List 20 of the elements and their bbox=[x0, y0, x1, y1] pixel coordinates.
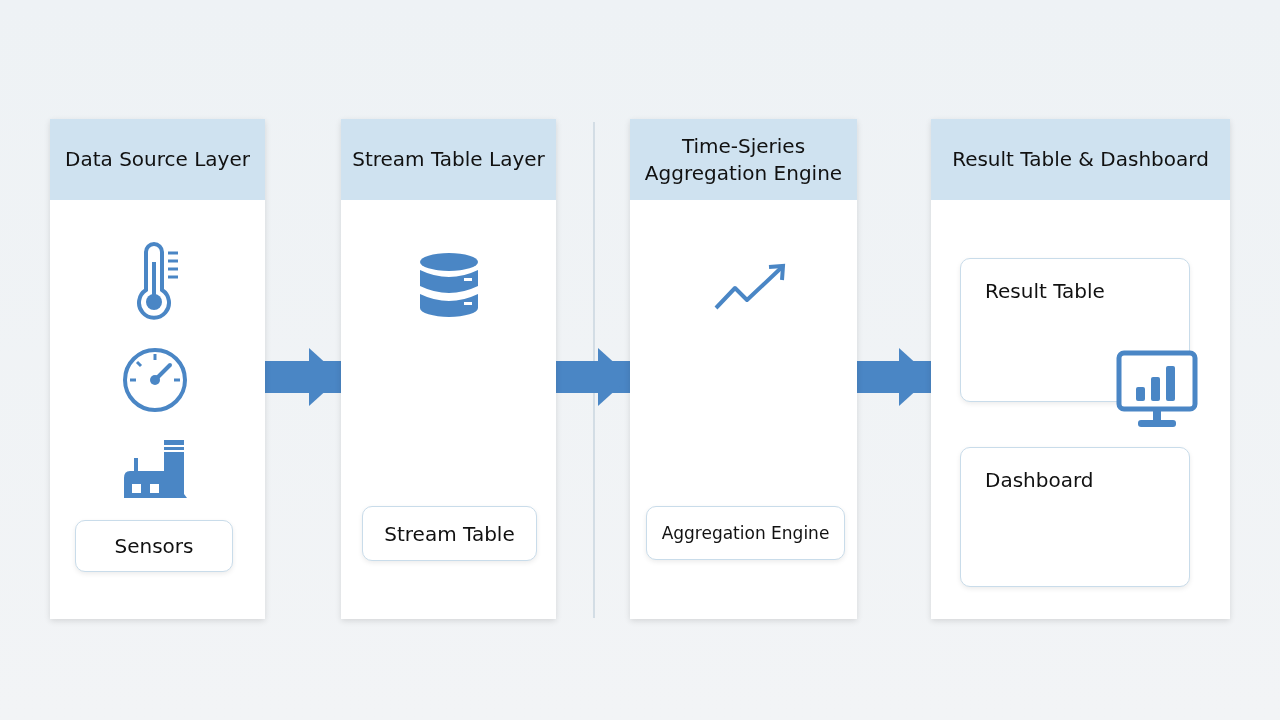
layer-heading: Data Source Layer bbox=[65, 146, 250, 173]
layer-panel bbox=[630, 119, 857, 619]
component-label: Dashboard bbox=[985, 468, 1094, 492]
layer-heading: Result Table & Dashboard bbox=[952, 146, 1209, 173]
component-label: Aggregation Engine bbox=[661, 523, 830, 543]
flow-arrow bbox=[857, 348, 931, 406]
flow-arrow bbox=[556, 348, 630, 406]
flow-arrow bbox=[265, 348, 341, 406]
component-label: Result Table bbox=[985, 279, 1105, 303]
layer-heading: Stream Table Layer bbox=[352, 146, 545, 173]
component-label: Stream Table bbox=[384, 521, 515, 546]
component-box bbox=[75, 520, 233, 572]
component-label: Sensors bbox=[114, 534, 194, 558]
layer-heading: Time-Sjeries Aggregation Engine bbox=[643, 132, 844, 187]
component-box bbox=[960, 447, 1190, 587]
layer-panel bbox=[341, 119, 556, 619]
layer-panel bbox=[931, 119, 1230, 619]
component-box bbox=[362, 506, 537, 561]
component-box bbox=[646, 506, 845, 560]
layer-panel bbox=[50, 119, 265, 619]
